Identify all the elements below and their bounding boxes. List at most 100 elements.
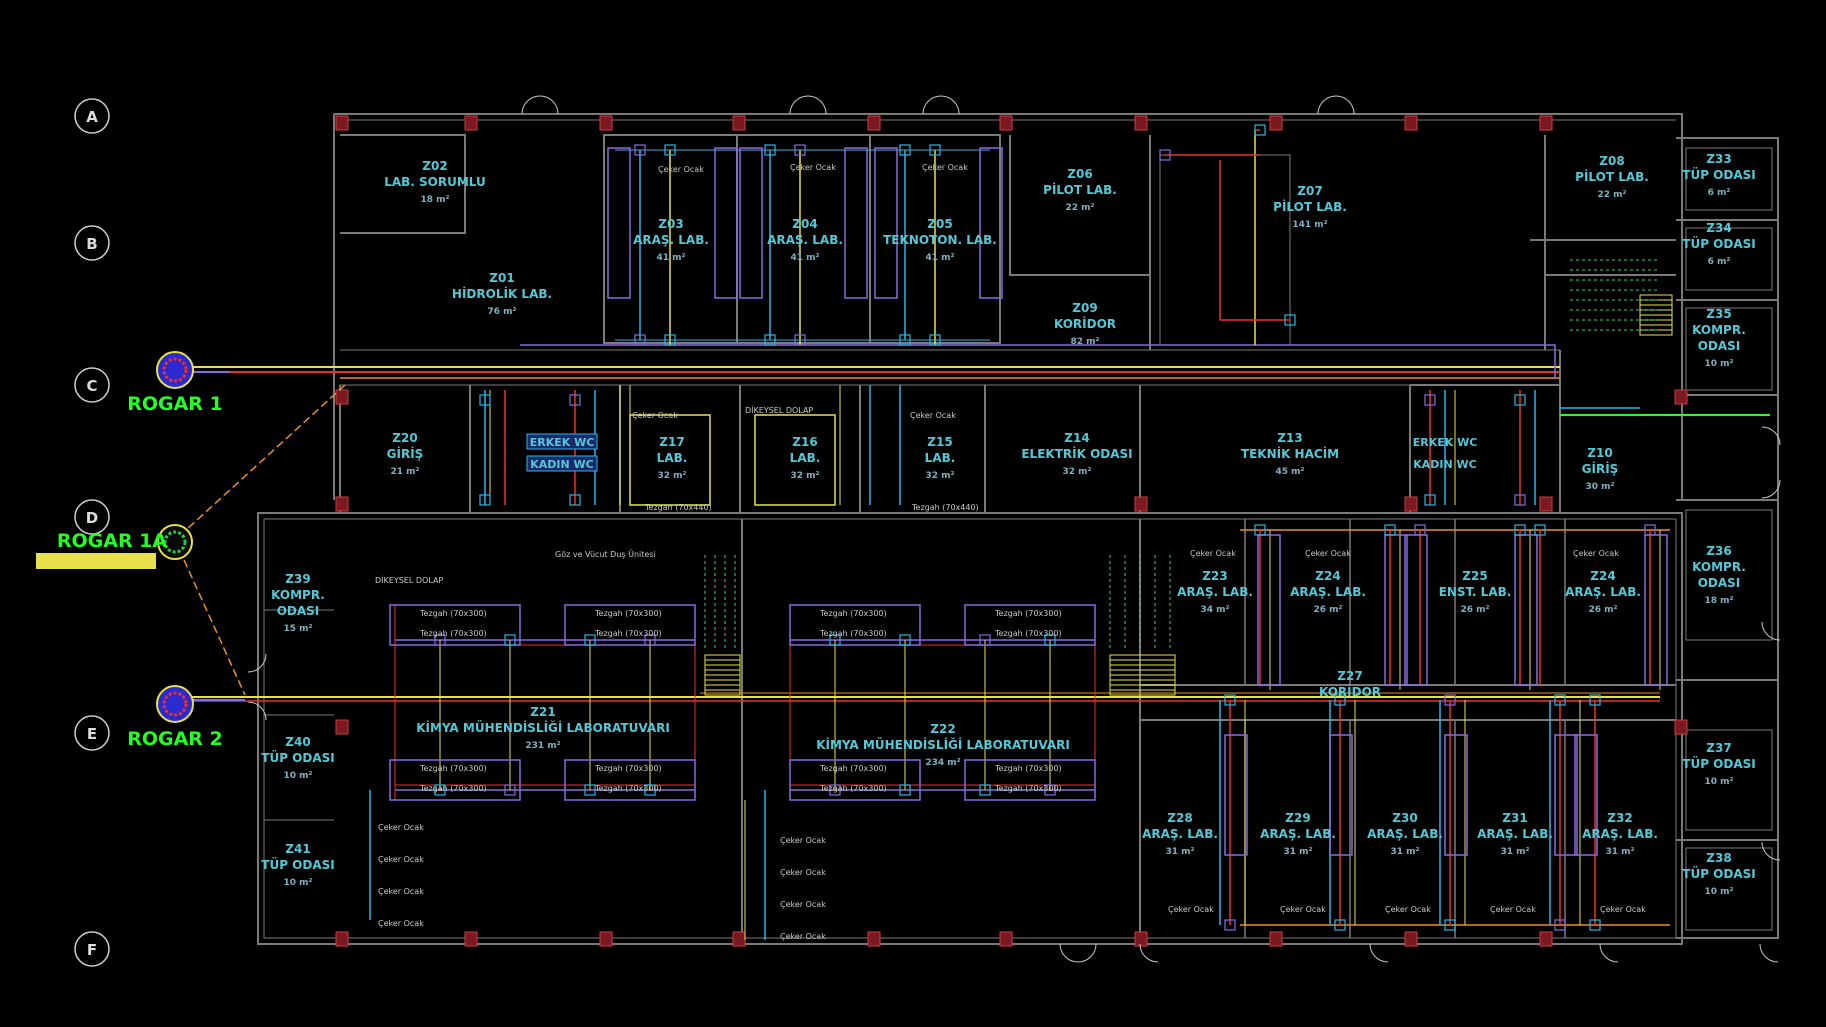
fixture-marker: [1424, 394, 1436, 406]
fixture-marker: [1159, 149, 1171, 161]
structural-columns: [335, 115, 1688, 947]
wc-kadin-right: KADIN WC: [1413, 458, 1477, 471]
room-name: HİDROLİK LAB.: [452, 286, 552, 301]
grid-bubble-f: F: [74, 931, 110, 967]
grid-label-d: D: [86, 509, 98, 527]
room-area: 31 m²: [1606, 847, 1635, 857]
fixture-marker: [479, 394, 491, 406]
fixture-marker: [1644, 524, 1656, 536]
fixture-marker: [434, 634, 446, 646]
fume-hood-label: Çeker Ocak: [1490, 905, 1536, 914]
room-name: Z02: [422, 159, 447, 173]
manhole-rogar-1[interactable]: ROGAR 1: [127, 351, 223, 415]
fixture-marker: [1334, 919, 1346, 931]
grid-label-c: C: [86, 377, 97, 395]
room-name: KOMPR.: [1692, 323, 1746, 337]
fixture-marker: [634, 334, 646, 346]
room-name: ARAŞ. LAB.: [1177, 585, 1253, 599]
room-area: 31 m²: [1284, 847, 1313, 857]
fixture-marker: [584, 634, 596, 646]
bench-label: Tezgah (70x300): [419, 609, 487, 618]
room-name: ELEKTRİK ODASI: [1021, 446, 1132, 461]
grid-bubble-a: A: [74, 98, 110, 134]
fume-hood-label: Çeker Ocak: [658, 165, 704, 174]
fixture-marker: [1284, 314, 1296, 326]
room-name: ODASI: [277, 604, 320, 618]
bench-label: Tezgah (70x300): [994, 629, 1062, 638]
lab-benches: [389, 147, 1668, 856]
room-name: Z34: [1706, 221, 1731, 235]
grid-label-b: B: [86, 235, 97, 253]
stair-hatch: [704, 259, 1660, 650]
room-area: 15 m²: [284, 624, 313, 634]
room-area: 26 m²: [1314, 605, 1343, 615]
fume-hood-label: Çeker Ocak: [780, 900, 826, 909]
grid-bubble-e: E: [74, 715, 110, 751]
room-area: 31 m²: [1391, 847, 1420, 857]
room-name: Z24: [1590, 569, 1615, 583]
room-area: 18 m²: [1705, 596, 1734, 606]
fixture-marker: [569, 494, 581, 506]
bench-label: Tezgah (70x440): [911, 503, 979, 512]
room-name: ENST. LAB.: [1439, 585, 1512, 599]
room-name: KORİDOR: [1319, 684, 1381, 699]
manhole-rogar-2[interactable]: ROGAR 2: [127, 685, 223, 750]
room-area: 21 m²: [391, 467, 420, 477]
fume-hood-label: Çeker Ocak: [1280, 905, 1326, 914]
room-name: KİMYA MÜHENDİSLİĞİ LABORATUVARI: [416, 720, 670, 735]
fixture-marker: [1444, 919, 1456, 931]
fixture-marker: [899, 144, 911, 156]
room-name: Z01: [489, 271, 514, 285]
room-name: ARAŞ. LAB.: [633, 233, 709, 247]
room-name: Z13: [1277, 431, 1302, 445]
fume-hood-label: Çeker Ocak: [632, 411, 678, 420]
room-name: Z16: [792, 435, 817, 449]
fixture-marker: [1254, 124, 1266, 136]
room-name: Z20: [392, 431, 417, 445]
room-name: ODASI: [1698, 339, 1741, 353]
bench-label: Tezgah (70x300): [419, 784, 487, 793]
fixture-marker: [1384, 524, 1396, 536]
bench-label: Tezgah (70x300): [994, 609, 1062, 618]
wc-erkek-right: ERKEK WC: [1413, 436, 1478, 449]
room-name: Z29: [1285, 811, 1310, 825]
fume-hood-label: Çeker Ocak: [910, 411, 956, 420]
grid-bubble-c: C: [74, 367, 110, 403]
room-name: ARAŞ. LAB.: [1260, 827, 1336, 841]
room-name: Z39: [285, 572, 310, 586]
grid-bubble-b: B: [74, 225, 110, 261]
room-area: 6 m²: [1708, 188, 1731, 198]
manhole-rogar-1a[interactable]: ROGAR 1A: [36, 524, 193, 569]
room-name: Z07: [1297, 184, 1322, 198]
fixture-marker: [1554, 694, 1566, 706]
room-name: TEKNİK HACİM: [1241, 446, 1339, 461]
room-name: TEKNOTON. LAB.: [883, 233, 997, 247]
fume-hood-label: Çeker Ocak: [1385, 905, 1431, 914]
room-name: GİRİŞ: [1582, 461, 1619, 476]
room-area: 26 m²: [1461, 605, 1490, 615]
fume-hood-label: Çeker Ocak: [378, 823, 424, 832]
fixture-labels: Çeker Ocak Çeker Ocak Çeker Ocak Çeker O…: [375, 163, 1646, 941]
fume-hood-label: Çeker Ocak: [1305, 549, 1351, 558]
room-area: 10 m²: [284, 771, 313, 781]
fume-hood-label: Çeker Ocak: [780, 836, 826, 845]
room-area: 10 m²: [1705, 777, 1734, 787]
fixture-marker: [1224, 694, 1236, 706]
room-name: Z14: [1064, 431, 1089, 445]
room-name: TÜP ODASI: [1682, 756, 1755, 771]
fixture-marker: [794, 144, 806, 156]
